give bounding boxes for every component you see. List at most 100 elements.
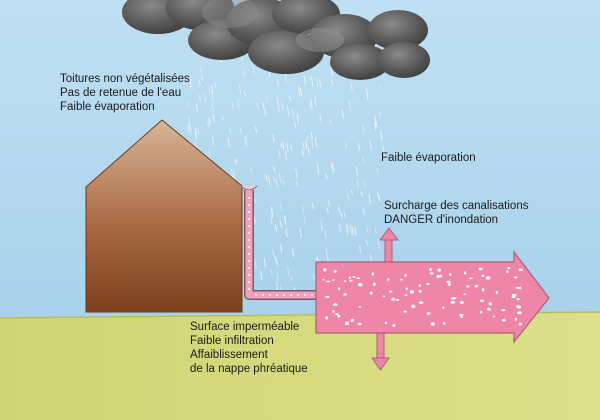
raindrop bbox=[284, 215, 287, 225]
raindrop bbox=[243, 90, 246, 96]
raindrop bbox=[311, 76, 314, 87]
water-droplet bbox=[395, 298, 400, 301]
raindrop bbox=[285, 229, 288, 238]
water-droplet bbox=[511, 295, 516, 298]
raindrop bbox=[350, 189, 353, 195]
water-droplet bbox=[452, 297, 457, 300]
raindrop bbox=[234, 160, 237, 166]
raindrop bbox=[186, 124, 190, 134]
raindrop bbox=[265, 173, 268, 182]
pipe-droplet bbox=[248, 225, 250, 227]
raindrop bbox=[253, 215, 256, 224]
raindrop bbox=[282, 141, 285, 150]
water-droplet bbox=[446, 280, 451, 284]
water-droplet bbox=[409, 290, 415, 294]
raindrop bbox=[264, 110, 267, 116]
raindrop bbox=[207, 121, 210, 128]
raindrop bbox=[380, 154, 383, 161]
water-droplet bbox=[418, 301, 424, 304]
pipe-droplet bbox=[248, 253, 250, 255]
pipe-droplet bbox=[248, 288, 250, 290]
pipe-droplet bbox=[248, 239, 250, 241]
raindrop bbox=[286, 142, 289, 153]
raindrop bbox=[366, 227, 369, 234]
raindrop bbox=[325, 173, 328, 180]
raindrop bbox=[256, 102, 259, 109]
raindrop bbox=[313, 274, 316, 280]
raindrop bbox=[291, 109, 295, 117]
pipe-droplet bbox=[248, 274, 250, 276]
raindrop bbox=[268, 177, 271, 187]
raindrop bbox=[311, 203, 315, 210]
raindrop bbox=[230, 166, 233, 178]
raindrop bbox=[279, 220, 282, 228]
raindrop bbox=[326, 207, 329, 214]
raindrop bbox=[260, 270, 263, 280]
raindrop bbox=[356, 181, 360, 189]
raindrop bbox=[325, 246, 328, 258]
water-droplet bbox=[323, 268, 327, 272]
raindrop bbox=[194, 127, 197, 135]
raindrop bbox=[338, 205, 341, 214]
runoff-droplets bbox=[322, 267, 523, 327]
raindrop bbox=[211, 95, 214, 104]
water-droplet bbox=[492, 315, 496, 318]
water-droplet bbox=[466, 285, 470, 288]
raindrop bbox=[329, 119, 332, 125]
water-droplet bbox=[344, 321, 349, 326]
raindrop bbox=[274, 255, 277, 264]
water-droplet bbox=[356, 277, 361, 280]
overflow-line-2: DANGER d'inondation bbox=[384, 214, 499, 226]
raindrop bbox=[354, 227, 357, 236]
raindrop bbox=[188, 116, 191, 126]
raindrop bbox=[254, 259, 257, 270]
pipe-droplet bbox=[248, 267, 250, 269]
pipe-droplet bbox=[248, 218, 250, 220]
water-droplet bbox=[463, 293, 466, 296]
water-droplet bbox=[449, 272, 452, 276]
raindrop bbox=[290, 144, 293, 151]
ground-line-2: Faible infiltration bbox=[190, 335, 274, 347]
water-droplet bbox=[485, 276, 491, 280]
water-droplet bbox=[322, 278, 325, 281]
water-droplet bbox=[468, 277, 473, 280]
raindrop bbox=[308, 75, 311, 81]
water-droplet bbox=[372, 282, 376, 286]
raindrop bbox=[374, 121, 377, 132]
raindrop bbox=[346, 224, 349, 235]
water-droplet bbox=[352, 275, 356, 279]
raindrop bbox=[263, 258, 267, 268]
water-droplet bbox=[387, 278, 390, 281]
water-droplet bbox=[337, 287, 341, 291]
raindrop bbox=[343, 212, 346, 219]
raindrop bbox=[262, 101, 265, 109]
raindrop bbox=[302, 142, 305, 149]
water-droplet bbox=[403, 310, 407, 313]
raindrop bbox=[291, 250, 295, 257]
water-droplet bbox=[480, 310, 483, 314]
water-droplet bbox=[516, 286, 522, 290]
water-droplet bbox=[450, 300, 456, 304]
raindrop bbox=[351, 226, 354, 236]
pipe-droplet bbox=[276, 294, 278, 296]
water-droplet bbox=[371, 272, 374, 276]
water-droplet bbox=[481, 288, 485, 292]
water-droplet bbox=[325, 316, 329, 320]
raindrop bbox=[208, 117, 211, 125]
water-droplet bbox=[507, 267, 511, 270]
water-droplet bbox=[357, 322, 362, 326]
raindrop bbox=[188, 124, 191, 131]
water-droplet bbox=[418, 289, 422, 293]
raindrop bbox=[324, 230, 327, 239]
ground-description: Surface imperméable Faible infiltration … bbox=[190, 320, 308, 376]
roof-description: Toitures non végétalisées Pas de retenue… bbox=[60, 72, 190, 114]
raindrop bbox=[267, 174, 271, 182]
raindrop bbox=[363, 181, 366, 188]
water-droplet bbox=[488, 302, 492, 306]
water-droplet bbox=[516, 305, 520, 308]
raindrop bbox=[331, 162, 334, 174]
raindrop bbox=[368, 194, 371, 205]
raindrop bbox=[358, 245, 362, 253]
raindrop bbox=[244, 136, 247, 147]
